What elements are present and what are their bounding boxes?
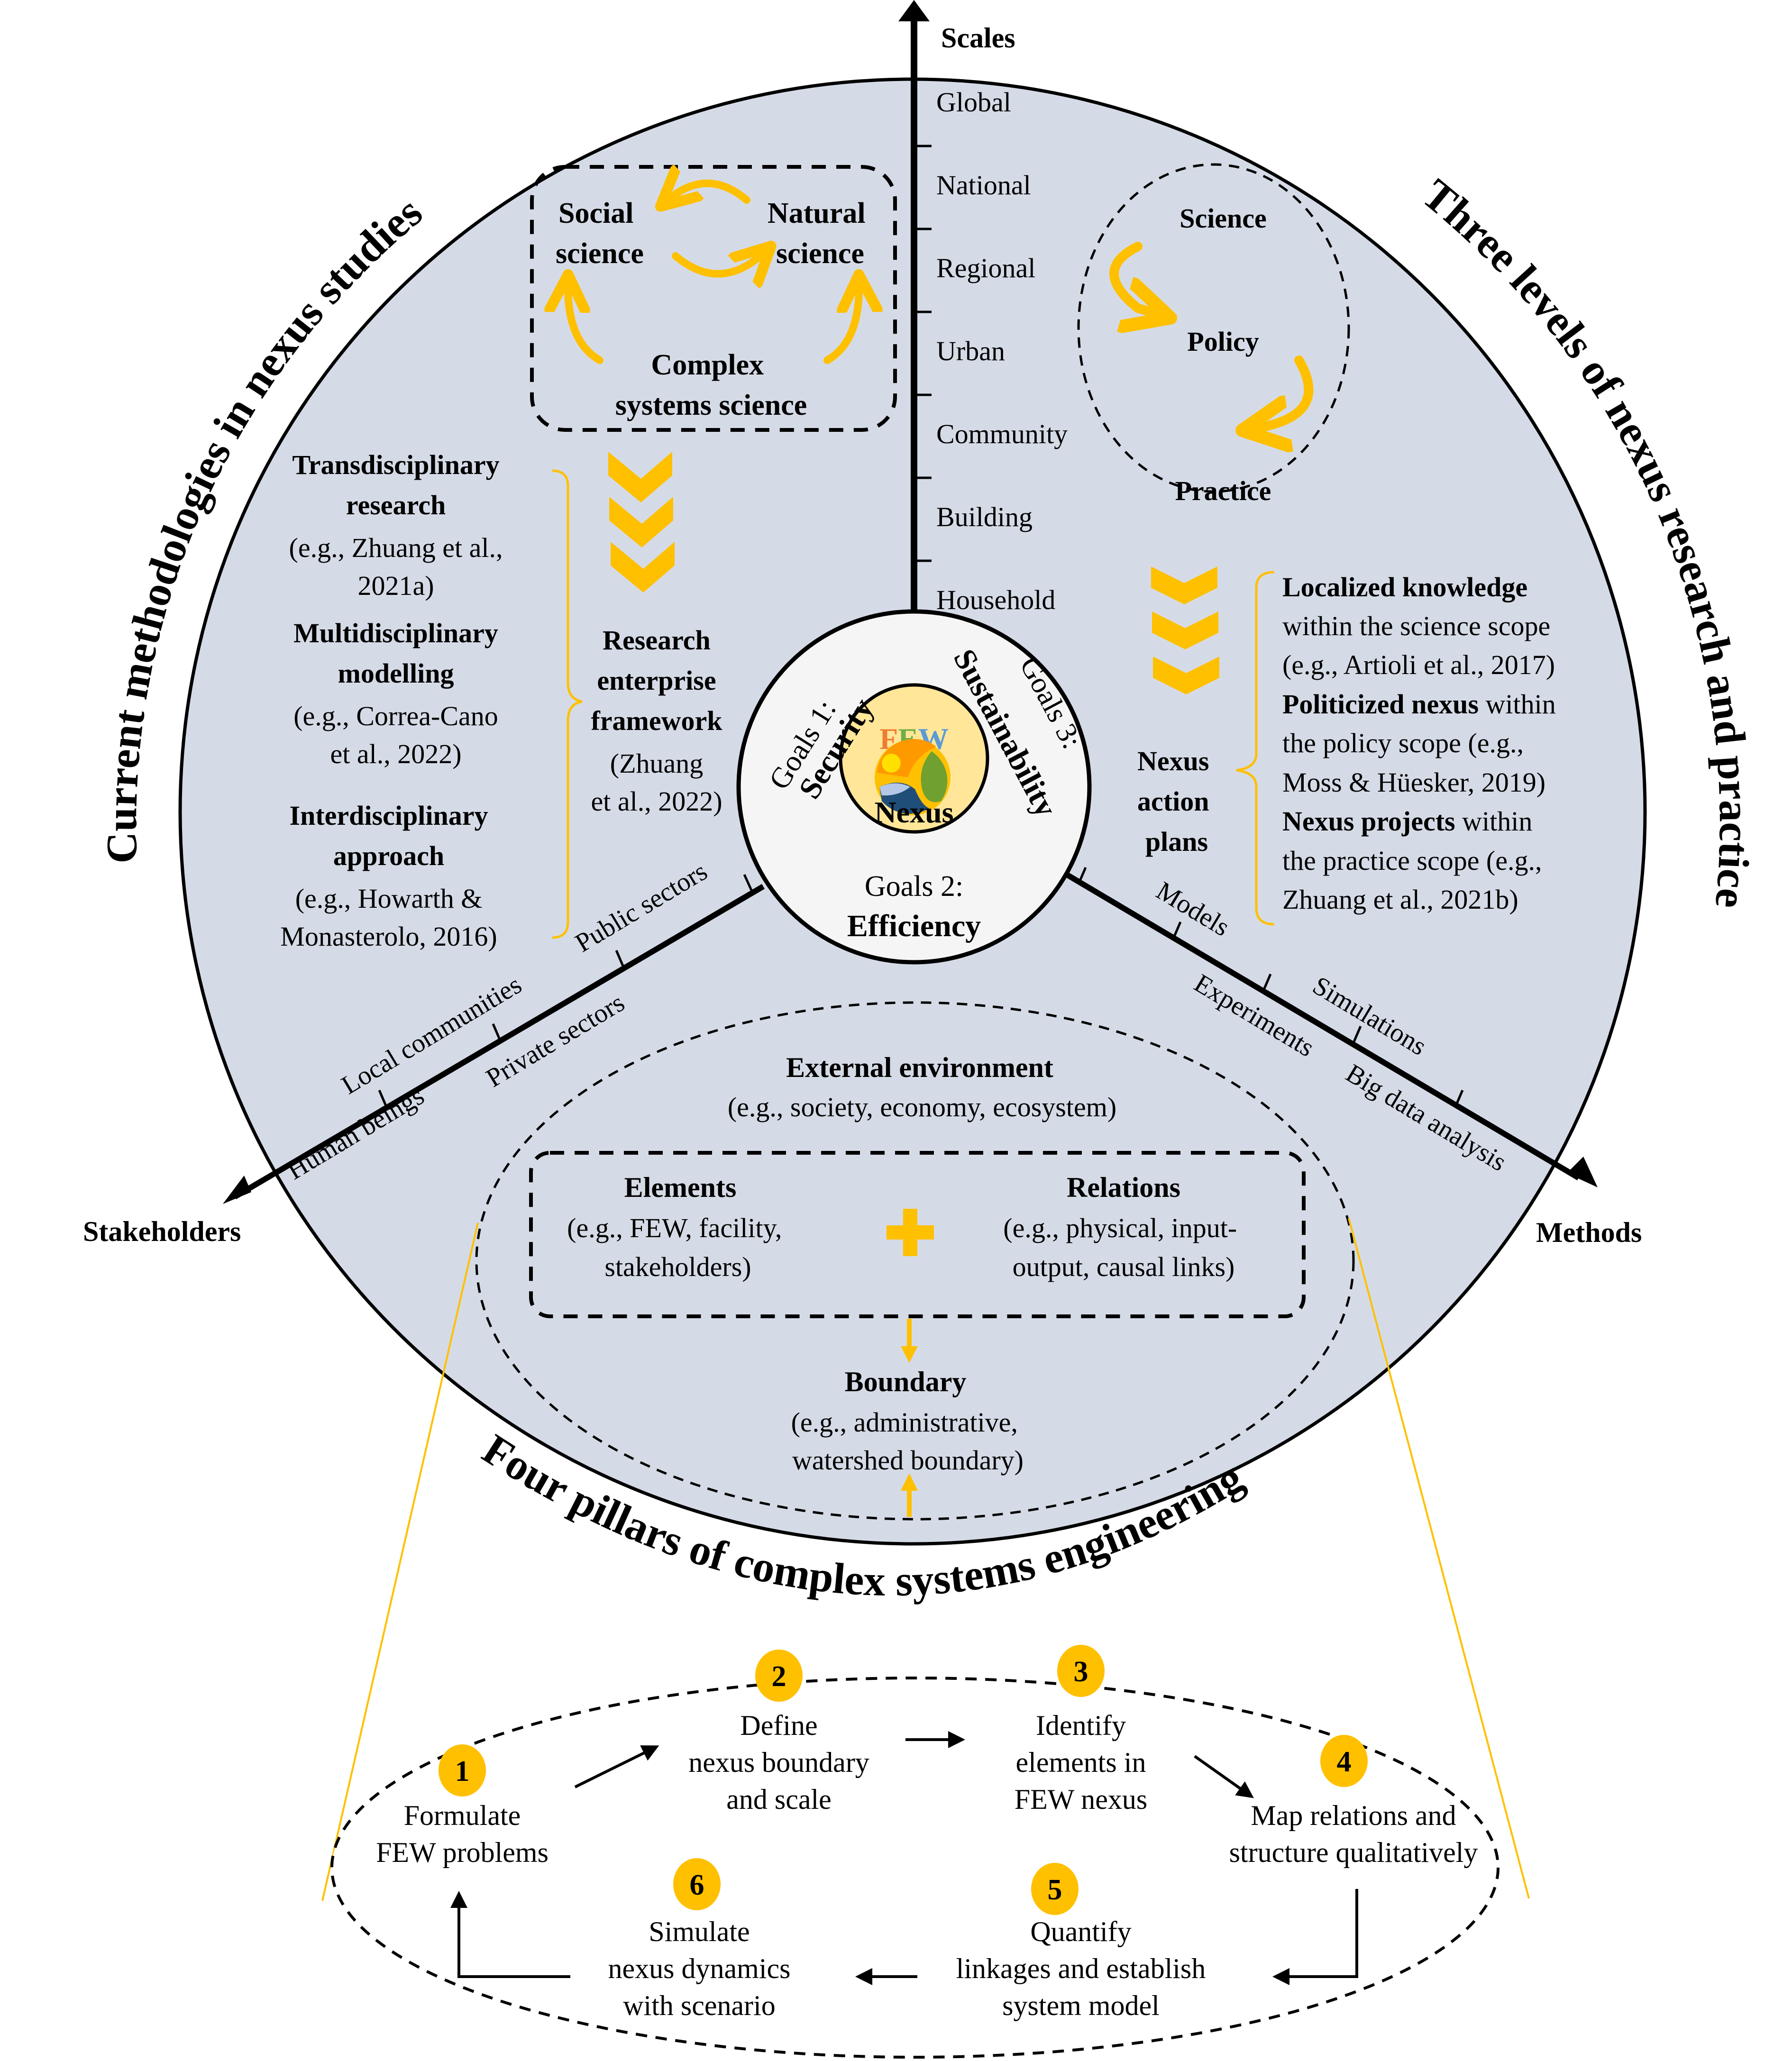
detail-text: Moss & Hüesker, 2019) [1282,767,1545,798]
levels-details: Localized knowledge within the science s… [1282,572,1556,915]
scale-tick-regional: Regional [936,253,1035,283]
goals-circle: FEW Nexus Goals 1: Security Goals 2: Eff… [736,609,1092,965]
social-science: Social science [556,197,644,270]
brace-left [552,469,583,939]
level-arrows-icon [1109,242,1314,429]
zoom-line-left [321,1222,479,1901]
three-levels-cycle: Science Policy Practice [1077,163,1350,506]
step-number: 2 [772,1660,786,1693]
elements-relations-box [529,1151,1306,1318]
step-badge-1 [439,1744,486,1797]
detail-text: (e.g., Artioli et al., 2017) [1282,649,1555,680]
detail-text: the policy scope (e.g., [1282,728,1524,758]
arrow-down-right-icon [1567,1157,1598,1187]
arrow-down-left-icon [223,1176,251,1204]
step-number: 5 [1048,1874,1062,1906]
process-arrows [450,1731,1358,1985]
cycle-arrows-icon [568,183,859,364]
step-badge-3 [1057,1645,1105,1697]
methods-label: Methods [1536,1217,1642,1248]
relations-desc: (e.g., physical, input- output, causal l… [1003,1213,1243,1282]
detail-politicized-nexus: Politicized nexus within [1282,689,1556,720]
external-environment-desc: (e.g., society, economy, ecosystem) [728,1092,1116,1122]
detail-text: the practice scope (e.g., [1282,845,1542,876]
step-number: 1 [455,1755,470,1787]
disciplines-box: Social science Natural science Complex s… [530,167,897,432]
step-badge-6 [673,1858,721,1910]
detail-text: within the science scope [1282,611,1550,641]
elements-title: Elements [624,1172,737,1203]
level-science: Science [1179,203,1267,234]
step-badge-5 [1031,1863,1079,1915]
scale-tick-household: Household [936,584,1055,615]
chevron-down-icon [608,452,675,593]
level-practice: Practice [1175,475,1271,506]
relations-title: Relations [1067,1172,1180,1203]
elements-desc: (e.g., FEW, facility, stakeholders) [567,1213,789,1282]
chevron-down-icon [1151,566,1219,694]
boundary-desc: (e.g., administrative, watershed boundar… [791,1407,1025,1476]
detail-localized-knowledge: Localized knowledge [1282,572,1527,602]
scale-tick-urban: Urban [936,336,1005,366]
few-logo-icon [875,739,951,815]
step-number: 3 [1074,1656,1088,1688]
scale-tick-national: National [936,170,1031,201]
boundary-title: Boundary [845,1366,967,1397]
step-number: 6 [690,1869,704,1901]
detail-text: Zhuang et al., 2021b) [1282,884,1518,915]
goal2-prefix: Goals 2: [865,870,963,903]
svg-text:(e.g., Zhuang et al.,2021a): (e.g., Zhuang et al.,2021a) [289,532,503,601]
complex-systems-science: Complex systems science [615,349,807,421]
plus-icon [887,1209,934,1256]
brace-right [1236,571,1275,926]
step-number: 4 [1337,1746,1352,1778]
svg-text:(e.g., Howarth &Monasterolo, 2: (e.g., Howarth &Monasterolo, 2016) [280,883,497,952]
scales-axis: Scales GlobalNationalRegionalUrbanCommun… [898,0,1068,630]
external-environment-title: External environment [786,1052,1053,1083]
natural-science: Natural science [768,197,873,270]
nexus-label: Nexus [874,795,953,829]
stakeholders-label: Stakeholders [83,1216,241,1247]
scales-label: Scales [941,22,1015,54]
scale-tick-community: Community [936,419,1068,449]
goal2-efficiency: Efficiency [847,909,981,943]
step-badge-2 [755,1650,803,1702]
nexus-action-plans: Nexus action plans [1137,746,1216,857]
arrow-up-icon [898,0,930,21]
four-pillars: External environment (e.g., society, eco… [475,1001,1355,1521]
zoom-line-right [1348,1218,1530,1899]
level-policy: Policy [1187,326,1259,357]
detail-nexus-projects: Nexus projects within [1282,806,1532,837]
step-badge-4 [1320,1735,1368,1787]
scale-tick-building: Building [936,502,1033,532]
scale-tick-global: Global [936,87,1011,118]
